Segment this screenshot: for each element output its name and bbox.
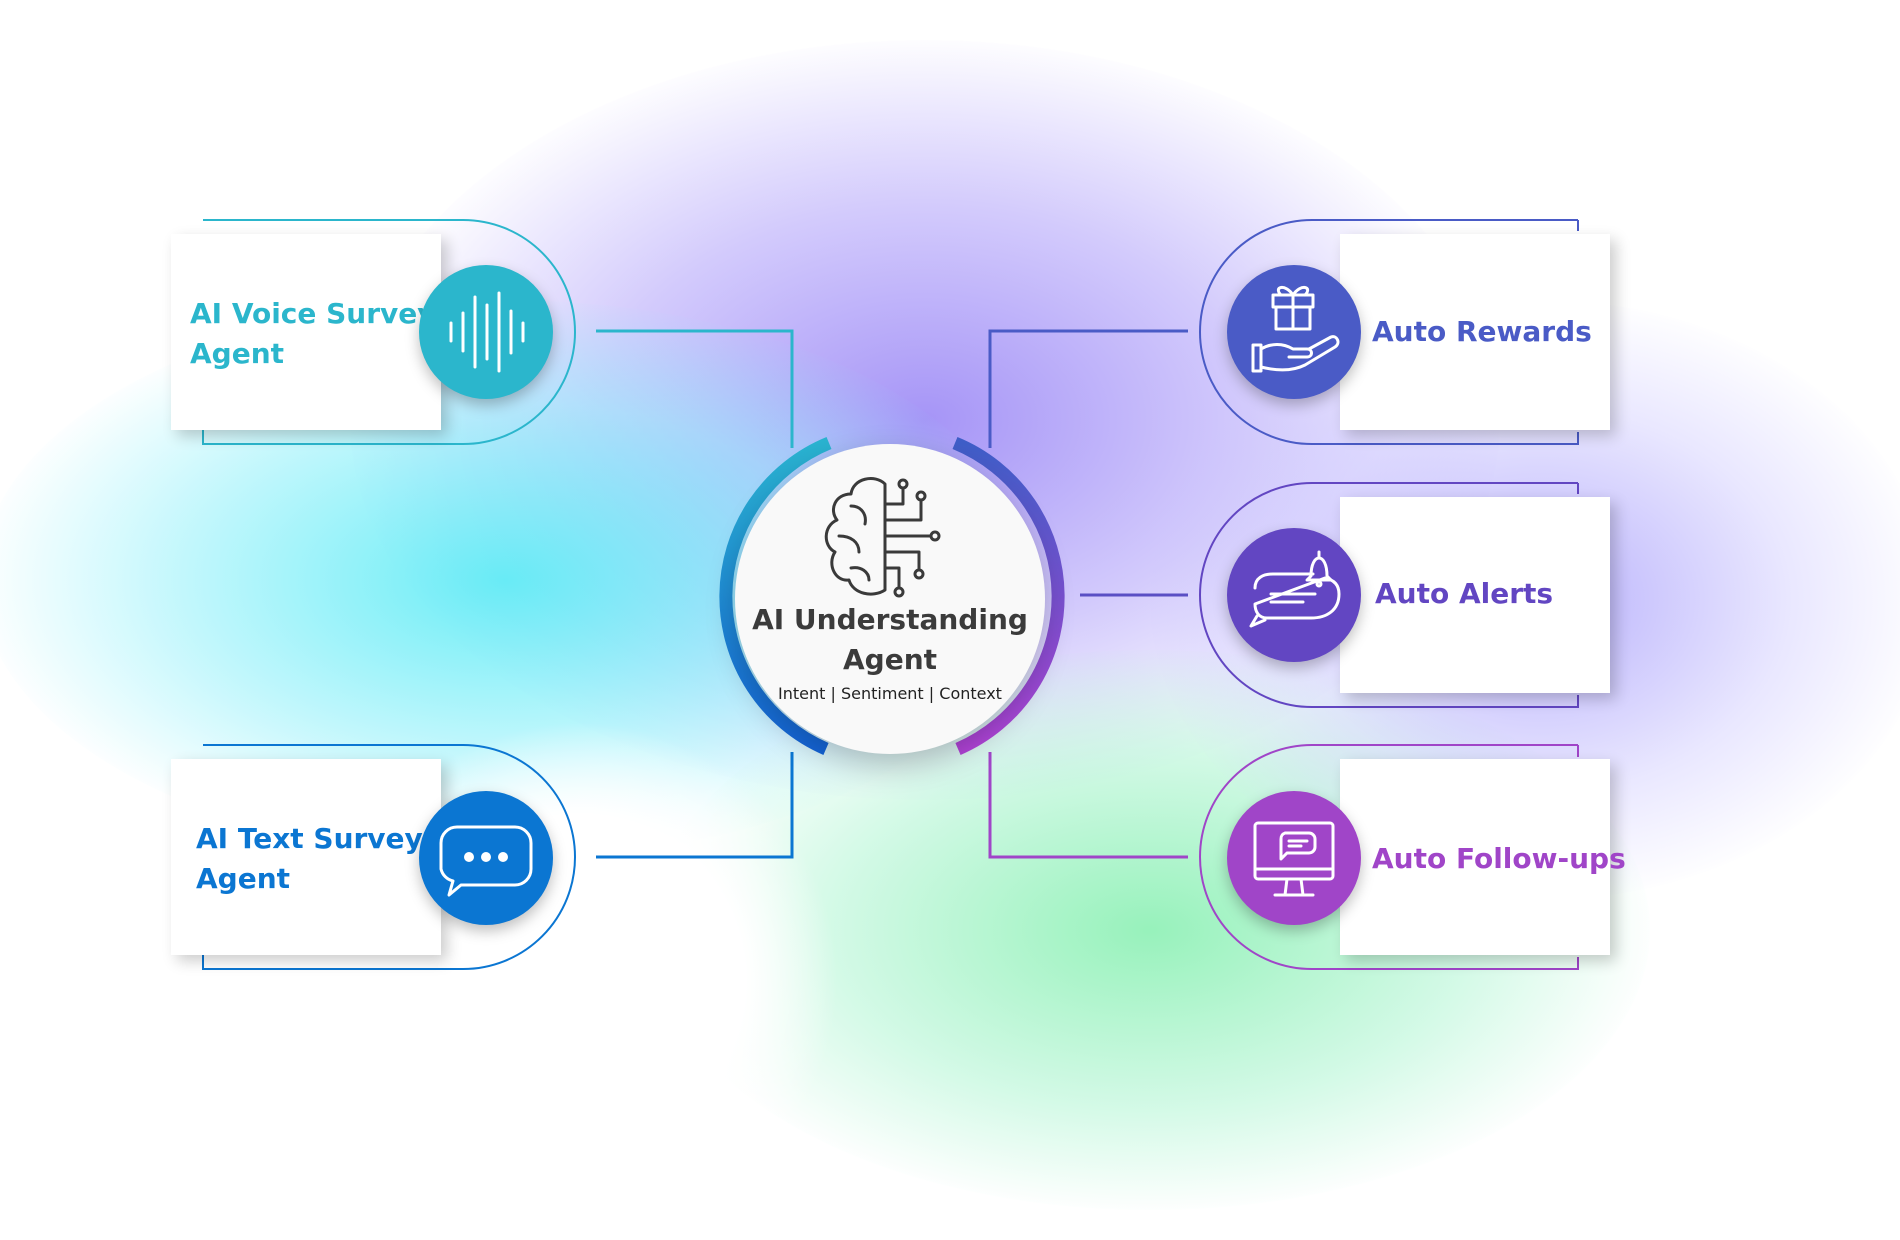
center-ring-left-arc: [719, 436, 832, 755]
center-agent-node: [735, 444, 1045, 754]
text-survey-icon-circle: [419, 791, 553, 925]
voice-survey-icon-circle: [419, 265, 553, 399]
auto-alerts-card[interactable]: [1340, 497, 1610, 693]
auto-rewards-label: Auto Rewards: [1372, 315, 1592, 348]
auto-followups-icon-circle: [1227, 791, 1361, 925]
auto-alerts-label: Auto Alerts: [1375, 577, 1554, 610]
alert-bell-message-icon: [1249, 550, 1341, 628]
rewards-capsule-outline: [1199, 219, 1579, 445]
center-ring-right-arc: [952, 436, 1065, 755]
gift-hand-icon: [1251, 286, 1340, 373]
center-title-line2: Agent: [842, 643, 938, 676]
voice-survey-card[interactable]: [171, 234, 441, 430]
auto-followups-card[interactable]: [1340, 759, 1610, 955]
text-survey-card[interactable]: [171, 759, 441, 955]
center-subtitle: Intent | Sentiment | Context: [778, 684, 1002, 703]
auto-followups-label: Auto Follow-ups: [1372, 842, 1626, 875]
rewards-connector: [988, 329, 1188, 448]
text-capsule-outline: [202, 744, 576, 970]
diagram-lines: [202, 219, 1579, 970]
voice-capsule-outline: [202, 219, 576, 445]
voice-connector: [596, 329, 794, 448]
auto-rewards-card[interactable]: [1340, 234, 1610, 430]
followups-capsule-outline: [1199, 744, 1579, 970]
auto-alerts-icon-circle: [1227, 528, 1361, 662]
text-connector: [596, 752, 794, 859]
monitor-chat-icon: [1253, 821, 1335, 897]
alerts-capsule-outline: [1199, 482, 1579, 708]
center-title-line1: AI Understanding: [752, 603, 1028, 636]
brain-circuit-icon: [824, 477, 941, 598]
sound-wave-icon: [449, 291, 525, 373]
auto-rewards-icon-circle: [1227, 265, 1361, 399]
chat-bubble-icon: [439, 825, 533, 897]
followups-connector: [988, 752, 1188, 859]
